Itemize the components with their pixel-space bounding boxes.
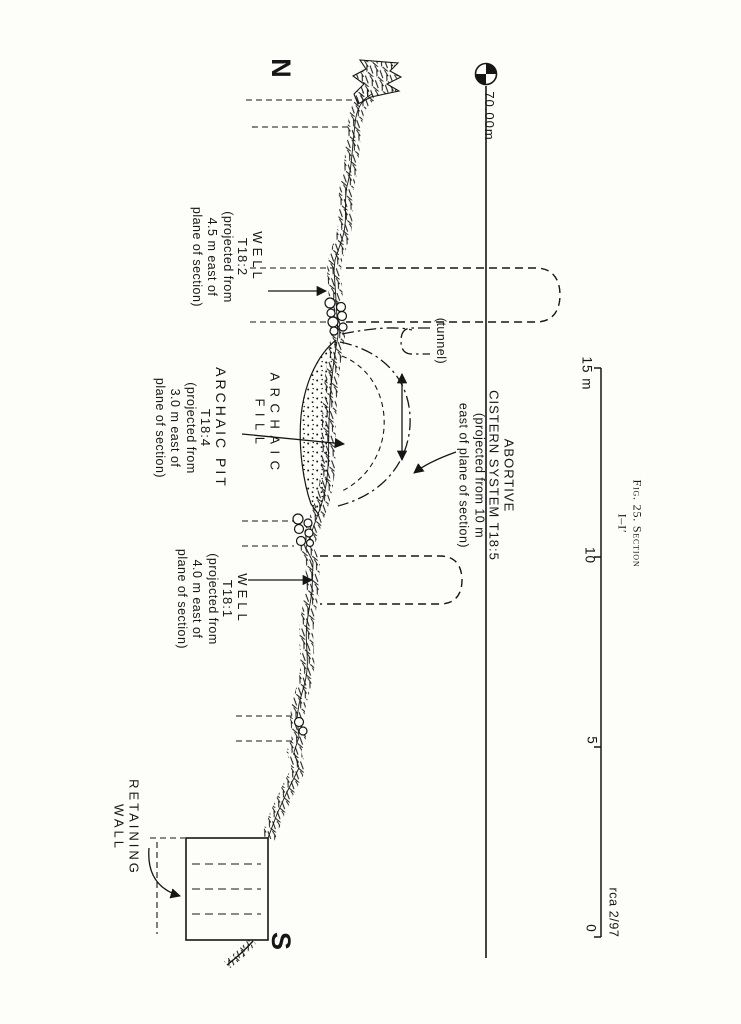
- benchmark-icon: [474, 62, 498, 86]
- retaining-wall-label: RETAINING WALL: [111, 779, 142, 876]
- cistern-title: ABORTIVE: [501, 438, 517, 513]
- well-t18-2-shaft: [346, 267, 561, 323]
- scale-tick-10: 10: [582, 546, 598, 565]
- cistern-arrow: [413, 451, 457, 474]
- tunnel-outline: [400, 327, 430, 355]
- rock-outcrop: [351, 59, 403, 105]
- datum-elevation-label: 70.00m: [482, 91, 497, 141]
- cistern-inner-dashed: [339, 355, 385, 493]
- leader-arrows: [148, 285, 457, 899]
- cistern-system-outline: [337, 327, 430, 507]
- draughtsman-credit: rca 2/97: [606, 887, 621, 938]
- north-label: N: [266, 58, 296, 78]
- well-t18-2-title: WELL: [250, 231, 265, 283]
- well-t18-1-label: WELL T18:1 (projected from 4.0 m east of…: [174, 539, 250, 659]
- retaining-wall-drawing: [185, 837, 269, 969]
- archaic-pit-label: ARCHAIC PIT T18:4 (projected from 3.0 m …: [152, 352, 229, 504]
- archaic-pit-title: ARCHAIC PIT: [213, 367, 229, 489]
- retaining-wall-arrow: [148, 847, 181, 899]
- well-t18-1-shaft: [320, 555, 463, 605]
- archaic-pit-arrow: [241, 433, 346, 449]
- stones: [292, 297, 348, 736]
- cistern-label: ABORTIVE CISTERN SYSTEM T18:5 (projected…: [456, 390, 517, 561]
- ground-profile-line: [267, 93, 373, 839]
- scale-tick-15m: 15 m: [579, 356, 595, 391]
- scale-bar: [594, 367, 602, 938]
- well-t18-2-label: WELL T18:2 (projected from 4.5 m east of…: [189, 197, 265, 317]
- projection-dashed-lines: [150, 99, 354, 934]
- south-label: S: [266, 931, 296, 950]
- tunnel-label: (tunnel): [434, 317, 448, 365]
- well-t18-1-title: WELL: [235, 573, 250, 625]
- scale-tick-0: 0: [583, 924, 599, 933]
- figure-caption: Fig. 25. Section I–I′: [615, 479, 645, 568]
- well-shafts: [320, 267, 561, 605]
- scale-tick-5: 5: [584, 736, 600, 745]
- archaic-fill-label: ARCHAIC FILL: [252, 372, 283, 477]
- archaic-fill-boundary: [299, 339, 337, 516]
